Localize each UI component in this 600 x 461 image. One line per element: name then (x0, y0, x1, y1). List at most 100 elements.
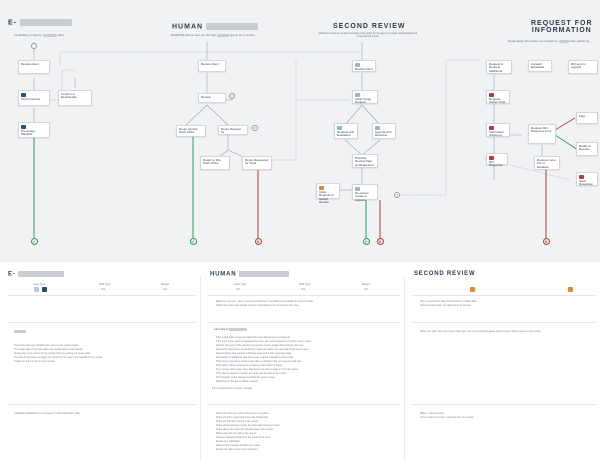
step-label: Case Type (234, 283, 247, 286)
node-request-gather-data[interactable]: Request Gather Data (486, 90, 510, 104)
lane-subtitle-e: Candidate prompt for data (14, 33, 64, 37)
step-icon (489, 92, 494, 97)
list-item: Share all the changes to follow the revi… (216, 444, 261, 447)
end-reject-rfi: ✕ (542, 238, 550, 245)
step-icon (21, 124, 26, 129)
list-item: Review all the data needed to fill case … (216, 352, 291, 355)
step-label: Region (161, 283, 170, 286)
node-screen-queue[interactable]: Screen Queue (18, 90, 50, 106)
node-request-rfi-response[interactable]: Request RFI Response for a (528, 124, 556, 144)
node-confirm-reschedule[interactable]: Confirm or Reschedule (58, 90, 92, 106)
node-route-request[interactable]: Route Request for (218, 125, 248, 135)
list-item: Follow the queue and specific reviewer i… (216, 304, 299, 307)
list-item: Ensure the data review to be combined (216, 448, 258, 451)
step-value: N/A (101, 288, 106, 291)
node-request-more-info[interactable]: Request more info or Escalate (534, 156, 560, 170)
step-label: Shift Type (99, 283, 111, 286)
step-icon (568, 287, 573, 292)
gateway-human[interactable]: X (229, 93, 235, 99)
list-item: If the model returns a review, escalate (212, 387, 253, 390)
list-item: Make sure each case that review starts u… (420, 330, 541, 333)
list-item: Information on additional data and queue… (216, 356, 294, 359)
step-icon (355, 92, 360, 97)
list-item: For a review with a case, also, that the… (216, 368, 299, 371)
list-item: Share data with the data to the queue (216, 432, 256, 435)
step-icon (489, 125, 494, 130)
step-value: N/A (301, 288, 306, 291)
lane-title-human: HUMAN (172, 23, 259, 30)
step-value: N/A (236, 288, 241, 291)
node-request-evaluation[interactable]: Request with Evaluation (334, 123, 358, 139)
section-label (14, 330, 34, 333)
node-possible-review[interactable]: Possible Review Data as Requested (352, 154, 378, 168)
step-label: Shift Type (299, 283, 311, 286)
list-item: Reporting of changes to follow a review (216, 380, 258, 383)
list-item: Add the first entry of the results of a … (216, 344, 304, 347)
list-item: Review the data queue of results the mod… (216, 348, 309, 351)
list-item: This is the case type added by the clien… (14, 344, 78, 347)
node-ready-to-file[interactable]: Ready to File Work Office (200, 156, 230, 170)
step-label: Region (362, 283, 371, 286)
list-item: Ensure any publication (216, 440, 241, 443)
list-item: Output up to 0.4 in the prompt process (14, 360, 55, 363)
list-item: Relevant information and data has to be … (420, 304, 472, 307)
node-rfi-sent[interactable]: RFI sent to request (568, 60, 598, 74)
node-initial-triage[interactable]: Initial Triage Request (352, 90, 378, 104)
list-item: Information will be reviewed on a case-b… (216, 364, 283, 367)
end-approve-second: ✓ (362, 238, 370, 245)
node-information-gathered[interactable]: Information Gathered (486, 123, 510, 137)
step-icon (42, 287, 47, 292)
list-item: Share all of the review items from the i… (216, 416, 269, 419)
node-ready-to-resolve[interactable]: Ready to Resolve (576, 142, 598, 156)
list-item: Take a look back at type and determine i… (216, 336, 290, 339)
list-item: Share the final list of items in the rev… (216, 420, 259, 423)
step-icon (355, 62, 360, 67)
step-label: Case Type (33, 283, 46, 286)
list-item: If the type of the review is applied to … (216, 340, 311, 343)
node-send-resolution[interactable]: Send Resolution (576, 172, 598, 186)
list-item: of the model to mention outcomes prior t… (420, 416, 474, 419)
step-icon (319, 185, 324, 190)
list-item: Make a case-to-review (420, 412, 445, 415)
node-review-client-second[interactable]: Review client (352, 60, 376, 72)
list-item: Candidate clarifications to messages or … (14, 412, 80, 415)
step-icon (21, 92, 26, 97)
node-rfi-response[interactable]: RFI Response (486, 153, 508, 167)
node-agenda-reviewer[interactable]: Agenda with Reviewer (372, 123, 396, 139)
lane-title-second-review: SECOND REVIEW (333, 23, 406, 30)
list-item: The data in the queue to trigger the rev… (14, 356, 102, 359)
step-icon (375, 125, 380, 130)
end-approve-human: ✓ (189, 238, 197, 245)
list-item: Continue following actions for the model… (216, 436, 271, 439)
node-re-review[interactable]: Re-review review or request (352, 184, 378, 201)
list-item: Share the summary of the review for a re… (216, 412, 269, 415)
node-review-client-human[interactable]: Review client (198, 60, 226, 72)
lane-subtitle-second-review: Additional review as needed according to… (318, 32, 418, 38)
gateway-human-2[interactable]: X (252, 125, 258, 131)
node-initial-request-gather[interactable]: Initial Request of Gather Review (316, 183, 340, 204)
step-icon (34, 287, 39, 292)
step-icon (579, 174, 584, 179)
section-header: Label data for (214, 328, 396, 331)
gateway-second[interactable]: X (394, 192, 400, 198)
node-flag[interactable]: Flag (576, 112, 598, 124)
end-reject-human: ✕ (254, 238, 262, 245)
list-item: Share all relevant key results, the main… (216, 424, 280, 427)
node-review-client-e[interactable]: Review client (18, 60, 50, 74)
node-request-additional[interactable]: Request & Request Additional (486, 60, 512, 74)
node-forward-escalated[interactable]: Forward Escalated (528, 60, 552, 72)
end-reject-second: ✕ (376, 238, 384, 245)
list-item: Don't hesitate to the changes to follow … (216, 376, 276, 379)
start-circle-e[interactable] (31, 43, 37, 49)
step-icon (337, 125, 342, 130)
step-icon (489, 155, 494, 160)
node-pre-assign[interactable]: Pre-assign Manifest (18, 122, 50, 138)
col-title-second: SECOND REVIEW (414, 271, 476, 277)
node-route-work-office[interactable]: Route via that Work Office (176, 125, 206, 137)
end-approve-e: ✓ (30, 238, 38, 245)
list-item: If the case is moved to another case aft… (216, 360, 302, 363)
list-item: All the user of the review at the prompt… (14, 352, 90, 355)
node-review-human[interactable]: Review (198, 93, 226, 103)
node-route-requested[interactable]: Route Requested for Work (242, 156, 272, 170)
